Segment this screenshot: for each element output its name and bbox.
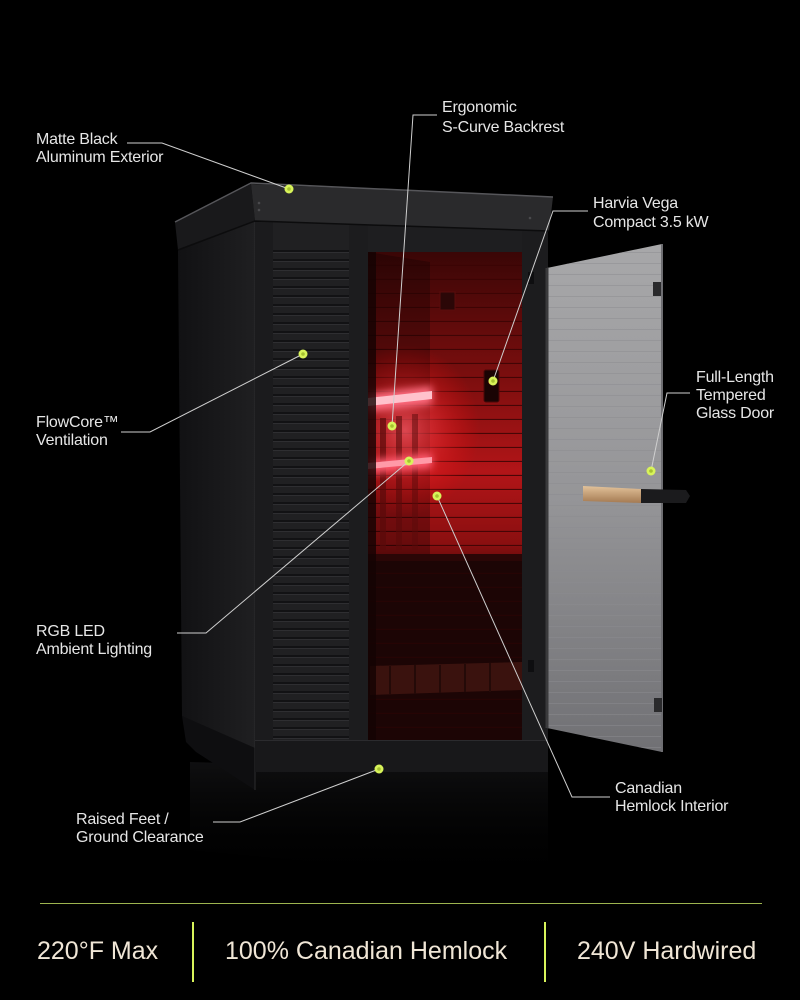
callout-dot-ventilation — [298, 349, 308, 359]
led-strip-lower — [368, 457, 432, 469]
callout-door-line3: Glass Door — [696, 405, 775, 422]
stat-wood: 100% Canadian Hemlock — [225, 937, 508, 965]
center-post — [349, 222, 368, 744]
front-left-frame — [255, 222, 273, 744]
led-strip-upper — [368, 391, 432, 406]
right-frame — [522, 222, 548, 744]
callout-backrest: Ergonomic S-Curve Backrest — [442, 98, 564, 138]
callout-heater-line1: Harvia Vega — [593, 195, 678, 212]
sauna-front — [255, 222, 548, 772]
callout-ventilation-line2: Ventilation — [36, 432, 108, 449]
handle-mount — [641, 489, 690, 503]
callout-dot-feet — [374, 764, 384, 774]
callout-lighting: RGB LED Ambient Lighting — [36, 623, 152, 659]
leader-line-lighting — [177, 460, 410, 634]
stats-divider — [544, 922, 546, 982]
hinge-top — [528, 272, 534, 284]
callout-ventilation-line1: FlowCore™ — [36, 414, 119, 431]
callout-lighting-line1: RGB LED — [36, 623, 105, 640]
backrest-slat — [380, 418, 386, 550]
callout-dot-interior — [432, 491, 442, 501]
callout-exterior-line1: Matte Black — [36, 131, 118, 148]
callout-dots — [284, 184, 656, 774]
leader-line-ventilation — [121, 353, 304, 433]
lower-bench — [370, 662, 522, 695]
control-panel — [439, 291, 456, 311]
backrest-slat — [412, 414, 418, 550]
stats-rule — [40, 903, 762, 904]
stat-power: 240V Hardwired — [577, 937, 757, 965]
heater-unit — [483, 369, 500, 403]
leader-lines — [121, 114, 690, 823]
floor-reflection — [190, 762, 548, 885]
callout-feet: Raised Feet / Ground Clearance — [76, 811, 204, 847]
stats-divider — [192, 922, 194, 982]
backrest-slat — [396, 416, 402, 550]
wood-handle — [583, 486, 641, 503]
callout-ventilation: FlowCore™ Ventilation — [36, 414, 119, 450]
door-bracket-top — [653, 282, 661, 296]
door-bracket-bottom — [654, 698, 662, 712]
leader-line-feet — [213, 768, 380, 823]
stat-max-temperature: 220°F Max — [37, 937, 159, 965]
callout-interior-line1: Canadian — [615, 780, 682, 797]
leader-line-interior — [436, 495, 610, 798]
leader-line-exterior — [127, 142, 290, 190]
callout-door-line1: Full-Length — [696, 369, 774, 386]
callout-dot-backrest — [387, 421, 397, 431]
hinge-bottom — [528, 660, 534, 672]
callout-feet-line1: Raised Feet / — [76, 811, 169, 828]
front-base — [255, 740, 548, 772]
inner-frame-post — [368, 252, 376, 740]
leader-line-backrest — [391, 114, 437, 427]
leader-line-heater — [492, 210, 588, 382]
callout-heater-line2: Compact 3.5 kW — [593, 214, 709, 231]
bench-divider — [368, 554, 522, 561]
callout-exterior-line2: Aluminum Exterior — [36, 149, 164, 166]
callout-door-line2: Tempered — [696, 387, 766, 404]
side-base — [182, 716, 255, 790]
callout-heater: Harvia Vega Compact 3.5 kW — [593, 194, 709, 232]
callout-feet-line2: Ground Clearance — [76, 829, 204, 846]
callout-exterior: Matte Black Aluminum Exterior — [36, 131, 164, 167]
callout-dot-door — [646, 466, 656, 476]
callout-backrest-line2: S-Curve Backrest — [442, 119, 565, 136]
door-handle — [583, 486, 690, 503]
callout-door: Full-Length Tempered Glass Door — [696, 369, 774, 423]
sauna-side-panel — [178, 220, 256, 790]
callout-dot-lighting — [404, 456, 414, 466]
leader-line-door — [650, 392, 690, 472]
callout-interior: Canadian Hemlock Interior — [615, 780, 728, 816]
callout-backrest-line1: Ergonomic — [442, 99, 517, 116]
callout-lighting-line2: Ambient Lighting — [36, 641, 152, 658]
sauna-roof — [174, 182, 554, 251]
ventilation-louvers — [273, 246, 349, 740]
callout-interior-line2: Hemlock Interior — [615, 798, 729, 815]
callout-dot-exterior — [284, 184, 294, 194]
callout-dot-heater — [488, 376, 498, 386]
